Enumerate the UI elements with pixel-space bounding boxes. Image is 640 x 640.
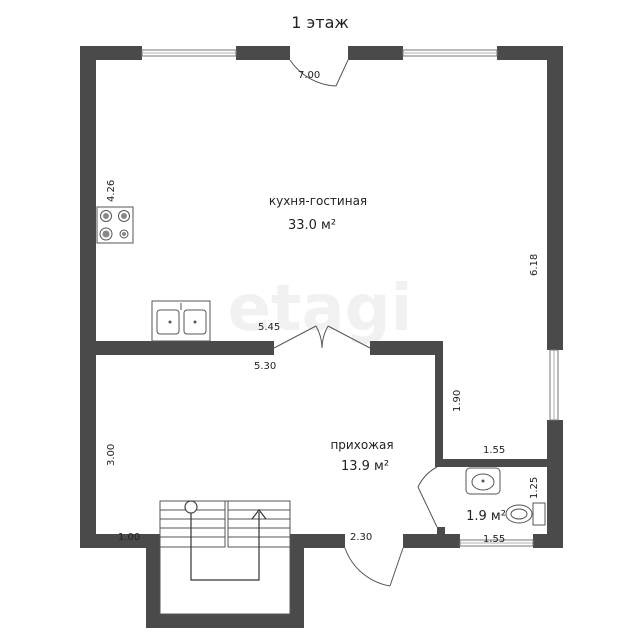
outer-walls (80, 46, 563, 628)
door-top (289, 59, 349, 87)
dim-bottom-left: 1.00 (118, 532, 140, 543)
washbasin-icon (465, 467, 501, 495)
dim-hall-top: 5.30 (254, 361, 276, 372)
dim-bath-bottom: 1.55 (483, 534, 505, 545)
window-right (549, 349, 559, 421)
window-top-right (402, 49, 498, 57)
dim-right-kitchen: 6.18 (529, 254, 540, 276)
doors (273, 59, 438, 587)
room-name-kitchen: кухня-гостиная (269, 194, 367, 208)
room-area-kitchen: 33.0 м² (288, 218, 336, 233)
dim-kitchen-bottom: 5.45 (258, 322, 280, 333)
sink-icon (151, 300, 211, 342)
stairs-icon (159, 500, 291, 615)
dim-bottom-right: 2.30 (350, 532, 372, 543)
toilet-icon (505, 502, 546, 526)
window-top-left (141, 49, 237, 57)
dim-top-width: 7.00 (298, 70, 320, 81)
windows (141, 49, 559, 547)
stove-icon (96, 206, 134, 244)
dim-left-kitchen: 4.26 (106, 180, 117, 202)
door-bottom (344, 547, 404, 587)
dim-bath-left: 1.90 (452, 390, 463, 412)
floor-title: 1 этаж (291, 13, 349, 32)
window-bottom (459, 539, 534, 547)
room-area-hall: 13.9 м² (341, 459, 389, 474)
dim-hall-left: 3.00 (106, 444, 117, 466)
room-name-hall: прихожая (330, 438, 393, 452)
door-bath (417, 466, 438, 528)
interior-walls (96, 341, 547, 547)
door-double (273, 325, 371, 349)
room-area-bath: 1.9 м² (466, 509, 506, 524)
dim-bath-right: 1.25 (529, 477, 540, 499)
dim-bath-top: 1.55 (483, 445, 505, 456)
